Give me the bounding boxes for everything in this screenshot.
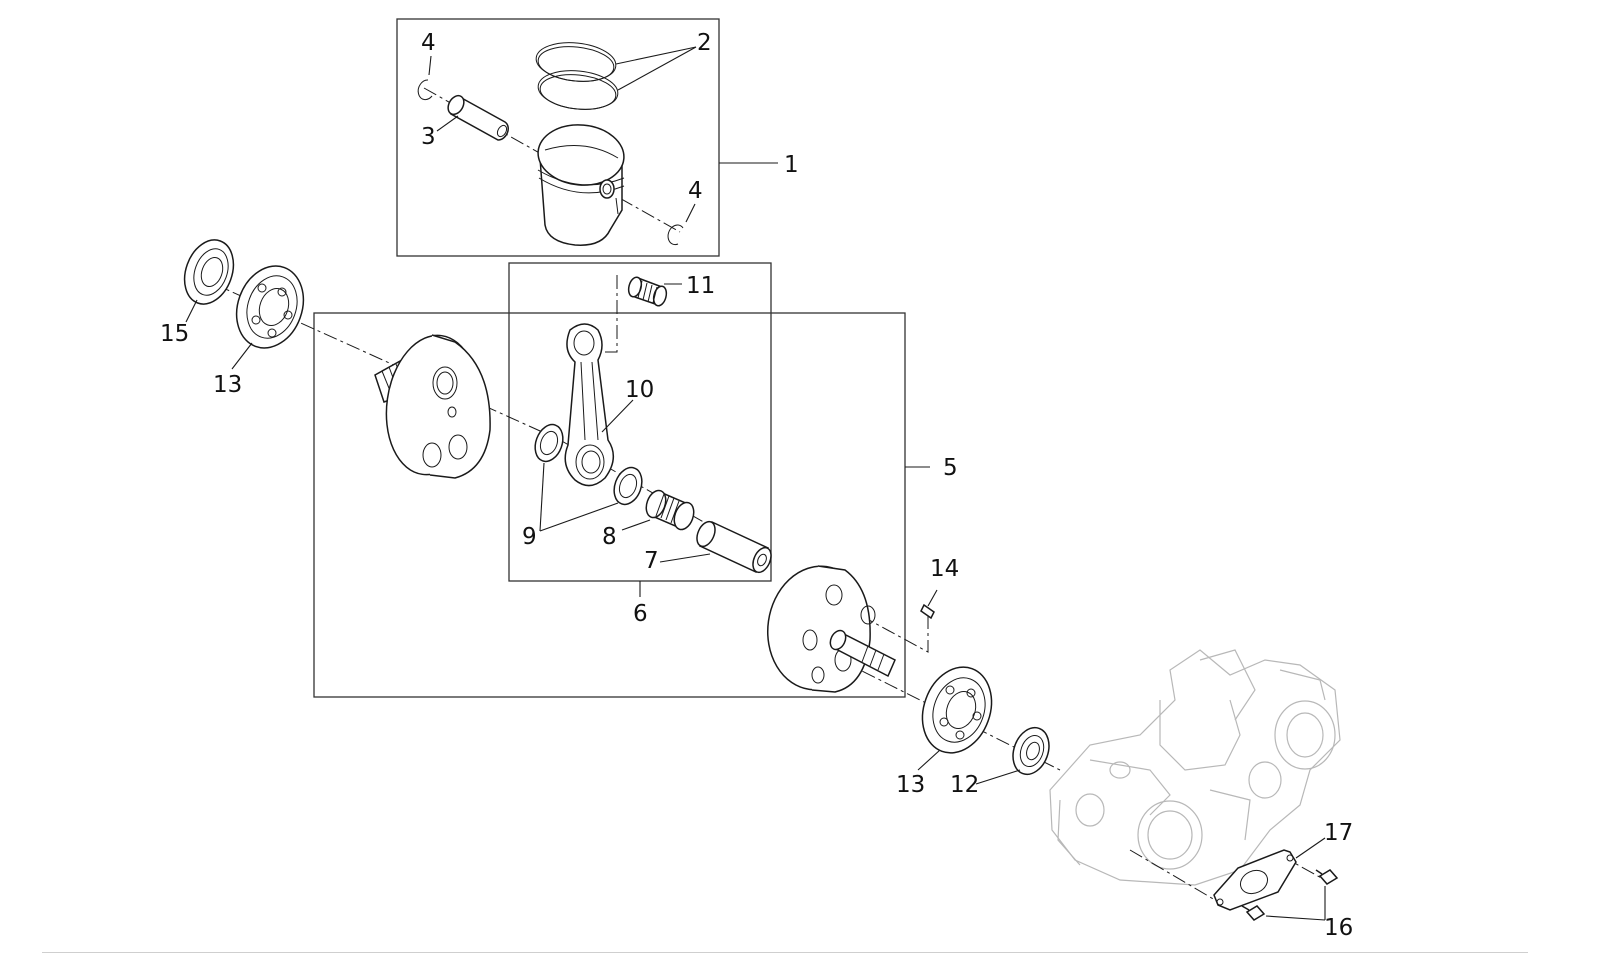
crank-main-axis (209, 281, 561, 441)
callout-13-left: 13 (213, 372, 242, 398)
callout-5: 5 (943, 455, 958, 481)
thrust-washer-left (534, 423, 564, 463)
woodruff-key-axis (857, 613, 929, 653)
crankshaft-half-left (374, 334, 491, 479)
crankshaft-assembly-box (313, 312, 906, 698)
callout-6: 6 (633, 601, 648, 627)
callout-11: 11 (686, 273, 715, 299)
callout-7: 7 (644, 548, 659, 574)
piston-pin-axis (423, 87, 681, 233)
callout-labels: 4 2 3 1 4 11 15 13 10 5 9 8 7 14 6 13 12… (160, 30, 1353, 941)
callout-14: 14 (930, 556, 959, 582)
cover-gasket (1213, 849, 1297, 911)
woodruff-key (920, 603, 935, 620)
bolt-upper (1315, 869, 1339, 885)
callout-12: 12 (950, 772, 979, 798)
piston-pin (447, 94, 509, 141)
engine-side-axis (1129, 849, 1216, 901)
callout-17: 17 (1324, 820, 1353, 846)
piston-kit-box (396, 18, 720, 257)
leader-lines (185, 46, 1326, 921)
small-end-needle-bearing (627, 276, 668, 307)
engine-case-outline (1049, 649, 1341, 886)
connecting-rod (564, 323, 614, 487)
big-end-needle-bearing (645, 489, 695, 531)
callout-8: 8 (602, 524, 617, 550)
callout-4-upper: 4 (421, 30, 436, 56)
crank-pin (696, 520, 772, 574)
callout-1: 1 (784, 152, 799, 178)
oil-seal-right (1012, 726, 1050, 776)
circlip-lower (667, 224, 684, 246)
callout-9: 9 (522, 524, 537, 550)
main-bearing-right (921, 666, 993, 754)
crankshaft-half-right (766, 565, 896, 693)
footer-divider (42, 952, 1528, 953)
callout-4-lower: 4 (688, 178, 703, 204)
main-bearing-left (235, 265, 305, 349)
small-end-bearing-axis (600, 275, 618, 353)
callout-10: 10 (625, 377, 654, 403)
bolt-lower (1241, 905, 1266, 921)
callout-15: 15 (160, 321, 189, 347)
oil-seal-left (183, 239, 235, 305)
piston-rings (535, 42, 619, 110)
callout-16: 16 (1324, 915, 1353, 941)
callout-13-right: 13 (896, 772, 925, 798)
piston (537, 124, 625, 246)
circlip-upper (417, 79, 433, 100)
thrust-washer-right (613, 466, 643, 506)
callout-2: 2 (697, 30, 712, 56)
callout-3: 3 (421, 124, 436, 150)
